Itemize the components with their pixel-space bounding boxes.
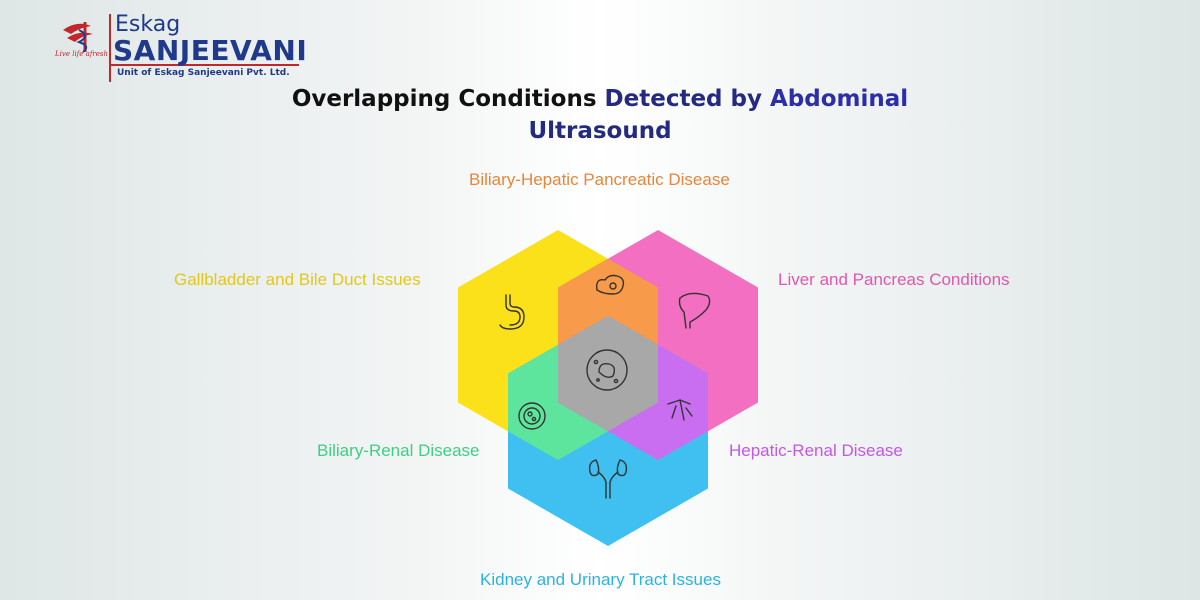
logo-underline bbox=[109, 64, 299, 66]
cell-icon bbox=[586, 349, 628, 391]
logo-tagline: Live life afresh bbox=[55, 50, 108, 58]
logo-subtitle: Unit of Eskag Sanjeevani Pvt. Ltd. bbox=[117, 68, 290, 78]
overlap-center bbox=[558, 316, 658, 460]
liver-icon bbox=[678, 292, 711, 329]
liver-kidney-icon bbox=[667, 399, 693, 421]
caduceus-icon bbox=[63, 22, 93, 53]
page-title-line2: Ultrasound bbox=[528, 118, 672, 144]
brand-logo: Live life afresh Eskag SANJEEVANI Unit o… bbox=[55, 12, 308, 82]
kidneys-icon bbox=[588, 459, 628, 499]
page-title: Overlapping Conditions Detected by Abdom… bbox=[0, 86, 1200, 112]
pancreas-icon bbox=[595, 274, 625, 295]
title-part2: Detected by bbox=[604, 86, 762, 112]
label-kidney-urinary: Kidney and Urinary Tract Issues bbox=[480, 570, 721, 589]
logo-brand-main: SANJEEVANI bbox=[113, 34, 308, 67]
label-biliary-hepatic-pancreatic: Biliary-Hepatic Pancreatic Disease bbox=[469, 170, 730, 189]
stomach-icon bbox=[499, 294, 525, 330]
microbe-icon bbox=[518, 402, 546, 430]
logo-divider bbox=[109, 14, 111, 82]
label-biliary-renal: Biliary-Renal Disease bbox=[317, 441, 480, 460]
logo-brand-top: Eskag bbox=[115, 12, 181, 37]
title-part1: Overlapping Conditions bbox=[291, 86, 597, 112]
label-gallbladder-bile-duct: Gallbladder and Bile Duct Issues bbox=[174, 270, 421, 289]
title-part3: Abdominal bbox=[770, 86, 909, 112]
label-hepatic-renal: Hepatic-Renal Disease bbox=[729, 441, 903, 460]
label-liver-pancreas: Liver and Pancreas Conditions bbox=[778, 270, 1010, 289]
